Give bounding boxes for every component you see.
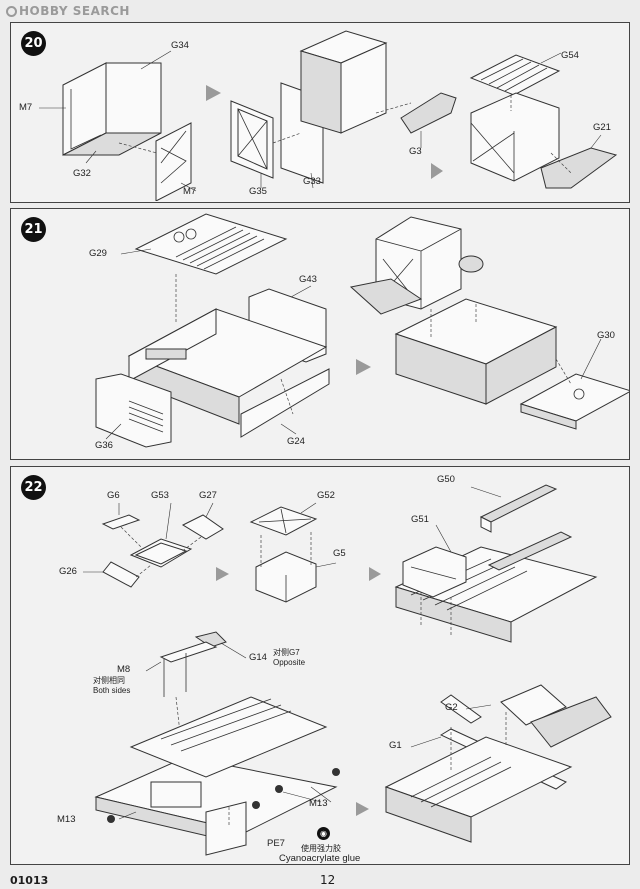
- step-number: 22: [21, 475, 46, 500]
- part-label-g35: G35: [249, 186, 267, 197]
- step-21-illustration: [95, 213, 629, 448]
- part-label-g53: G53: [151, 490, 169, 501]
- process-arrow-icon: [206, 85, 221, 101]
- part-label-g27: G27: [199, 490, 217, 501]
- part-label-g3: G3: [409, 146, 422, 157]
- part-label-m8: M8: [117, 664, 131, 675]
- part-label-m13: M13: [57, 814, 76, 825]
- cyanoacrylate-glue-icon: ◉: [317, 827, 330, 840]
- part-label-m7-b: M7: [183, 186, 197, 197]
- opposite-note-cn: 对侧G7: [273, 648, 300, 657]
- opposite-note-en: Opposite: [273, 658, 306, 667]
- both-sides-note-cn: 对侧相同: [93, 676, 125, 685]
- step-22-illustration: [83, 484, 612, 856]
- part-label-g6: G6: [107, 490, 120, 501]
- glue-note-en: Cyanoacrylate glue: [279, 853, 361, 864]
- part-label-g32: G32: [73, 168, 91, 179]
- hobby-search-logo-icon: [6, 6, 17, 17]
- part-label-g54: G54: [561, 50, 579, 61]
- watermark: HOBBY SEARCH: [6, 4, 130, 18]
- process-arrow-icon: [356, 359, 371, 375]
- part-label-g2: G2: [445, 702, 458, 713]
- part-label-g1: G1: [389, 740, 402, 751]
- part-label-g52: G52: [317, 490, 335, 501]
- part-label-g50: G50: [437, 474, 455, 485]
- step-21-panel: 21: [10, 208, 630, 460]
- part-label-g14: G14: [249, 652, 267, 663]
- part-label-m13-b: M13: [309, 798, 328, 809]
- part-label-g30: G30: [597, 330, 615, 341]
- product-code: 01013: [10, 874, 49, 887]
- step-number: 20: [21, 31, 46, 56]
- part-label-g29: G29: [89, 248, 107, 259]
- part-label-g24: G24: [287, 436, 305, 447]
- step-22-panel: 22: [10, 466, 630, 865]
- step-20-illustration: [39, 30, 618, 201]
- part-label-pe7: PE7: [267, 838, 285, 849]
- part-label-g5: G5: [333, 548, 346, 559]
- part-label-g51: G51: [411, 514, 429, 525]
- both-sides-note-en: Both sides: [93, 686, 131, 695]
- step-20-panel: 20: [10, 22, 630, 203]
- page-number: 12: [320, 873, 336, 887]
- part-label-g36: G36: [95, 440, 113, 451]
- step-number: 21: [21, 217, 46, 242]
- part-label-g21: G21: [593, 122, 611, 133]
- part-label-g34: G34: [171, 40, 189, 51]
- part-label-m7: M7: [19, 102, 33, 113]
- part-label-g33: G33: [303, 176, 321, 187]
- glue-note-cn: 使用强力胶: [301, 844, 341, 853]
- part-label-g26: G26: [59, 566, 77, 577]
- part-label-g43: G43: [299, 274, 317, 285]
